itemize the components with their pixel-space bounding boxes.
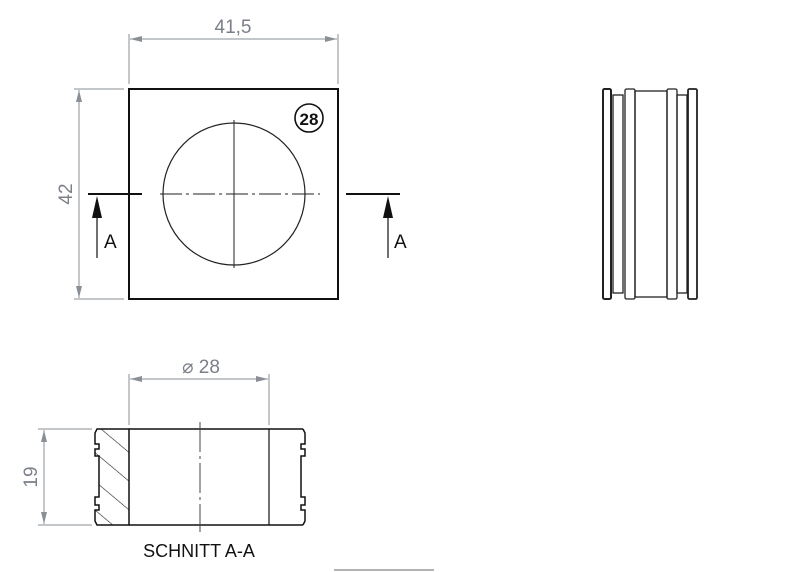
right-profile — [300, 428, 306, 526]
section-marker-right: A — [394, 232, 407, 253]
section-view: ⌀ 28 19 SCHNITT A-A — [21, 357, 306, 561]
section-title: SCHNITT A-A — [143, 541, 255, 561]
size-badge: 28 — [294, 103, 324, 133]
section-height-dimension: 19 — [21, 428, 92, 526]
section-arrow-right: A — [383, 196, 407, 258]
section-arrow-left: A — [92, 196, 117, 258]
height-dimension-label: 42 — [56, 183, 77, 204]
side-view — [602, 88, 698, 300]
height-dimension: 42 — [56, 88, 124, 300]
hatched-wall-left — [94, 428, 130, 526]
section-marker-left: A — [104, 232, 117, 253]
size-badge-label: 28 — [300, 110, 319, 129]
diameter-dimension: ⌀ 28 — [128, 357, 270, 425]
diameter-dimension-label: ⌀ 28 — [182, 357, 220, 378]
front-view: 41,5 42 A A 28 — [56, 17, 407, 300]
section-height-label: 19 — [21, 466, 42, 487]
width-dimension: 41,5 — [128, 17, 339, 84]
width-dimension-label: 41,5 — [215, 17, 252, 38]
